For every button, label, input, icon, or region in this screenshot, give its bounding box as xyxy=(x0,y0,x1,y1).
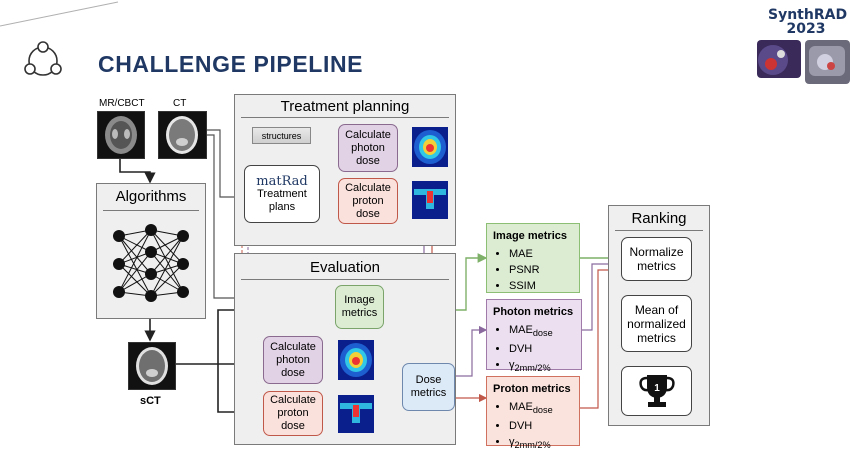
algorithms-title: Algorithms xyxy=(115,188,187,205)
trophy-box: 1 xyxy=(621,366,692,416)
eval-proton-dose-box: Calculate proton dose xyxy=(263,391,323,436)
image-metric-item: MAE xyxy=(509,246,579,262)
trophy-icon: 1 xyxy=(638,375,675,407)
normalize-metrics-box: Normalize metrics xyxy=(621,237,692,281)
sct-image xyxy=(128,342,176,390)
photon-metric-item: γ2mm/2% xyxy=(509,357,581,376)
metric-base: DVH xyxy=(509,420,533,433)
proton-metric-item: DVH xyxy=(509,418,579,434)
metric-base: γ xyxy=(509,436,515,449)
photon-metrics-box: Photon metrics MAEdose DVH γ2mm/2% xyxy=(486,299,582,373)
tp-proton-dose-box: Calculate proton dose xyxy=(338,178,398,224)
mean-normalized-box: Mean of normalized metrics xyxy=(621,295,692,352)
tp-photon-dose-box: Calculate photon dose xyxy=(338,124,398,172)
photon-metric-item: DVH xyxy=(509,341,581,357)
metric-base: DVH xyxy=(509,343,533,356)
eval-image-metrics-box: Image metrics xyxy=(335,285,384,329)
photon-metrics-title: Photon metrics xyxy=(493,306,574,318)
mr-cbct-image xyxy=(97,111,145,159)
proton-metrics-title: Proton metrics xyxy=(493,383,571,395)
ct-label: CT xyxy=(173,98,187,109)
eval-proton-dose-map xyxy=(338,395,374,433)
dose-metrics-box: Dose metrics xyxy=(402,363,455,411)
metric-base: γ xyxy=(509,359,515,372)
photon-metric-item: MAEdose xyxy=(509,322,581,341)
image-metric-item: PSNR xyxy=(509,262,579,278)
eval-photon-dose-box: Calculate photon dose xyxy=(263,336,323,384)
tp-photon-dose-map xyxy=(412,127,448,167)
ranking-title: Ranking xyxy=(631,210,687,227)
eval-photon-dose-map xyxy=(338,340,374,380)
image-metrics-box: Image metrics MAE PSNR SSIM xyxy=(486,223,580,293)
metric-subscript: 2mm/2% xyxy=(514,363,551,374)
logo-image-right xyxy=(805,40,850,84)
mr-cbct-label: MR/CBCT xyxy=(99,98,145,109)
image-metric-item: SSIM xyxy=(509,278,579,294)
svg-text:1: 1 xyxy=(654,383,660,394)
logo-image-left xyxy=(757,40,801,78)
matrad-plans-box: matRad Treatment plans xyxy=(244,165,320,223)
sct-label: sCT xyxy=(140,395,161,407)
treatment-plans-label: Treatment plans xyxy=(257,187,307,213)
metric-base: MAE xyxy=(509,324,533,336)
metric-subscript: dose xyxy=(532,405,553,416)
evaluation-title: Evaluation xyxy=(309,259,381,276)
proton-metric-item: γ2mm/2% xyxy=(509,434,579,453)
algorithms-panel: Algorithms xyxy=(96,183,206,319)
synthrad-logo-text: SynthRAD 2023 xyxy=(768,7,848,37)
treatment-planning-title: Treatment planning xyxy=(280,98,410,115)
structures-box: structures xyxy=(252,127,311,144)
page-title: CHALLENGE PIPELINE xyxy=(98,51,364,77)
proton-metric-item: MAEdose xyxy=(509,399,579,418)
proton-metrics-box: Proton metrics MAEdose DVH γ2mm/2% xyxy=(486,376,580,450)
metric-base: MAE xyxy=(509,401,533,413)
logo-line-1: SynthRAD xyxy=(768,7,848,23)
image-metrics-title: Image metrics xyxy=(493,230,567,242)
logo-line-2: 2023 xyxy=(786,21,826,37)
ct-image xyxy=(158,111,207,159)
metric-subscript: 2mm/2% xyxy=(514,440,551,451)
header-accent-line xyxy=(0,1,119,27)
metric-subscript: dose xyxy=(532,328,553,339)
neural-network-icon xyxy=(113,224,189,302)
cycle-icon xyxy=(24,41,62,76)
matrad-logo: matRad xyxy=(256,173,308,189)
tp-proton-dose-map xyxy=(412,181,448,219)
